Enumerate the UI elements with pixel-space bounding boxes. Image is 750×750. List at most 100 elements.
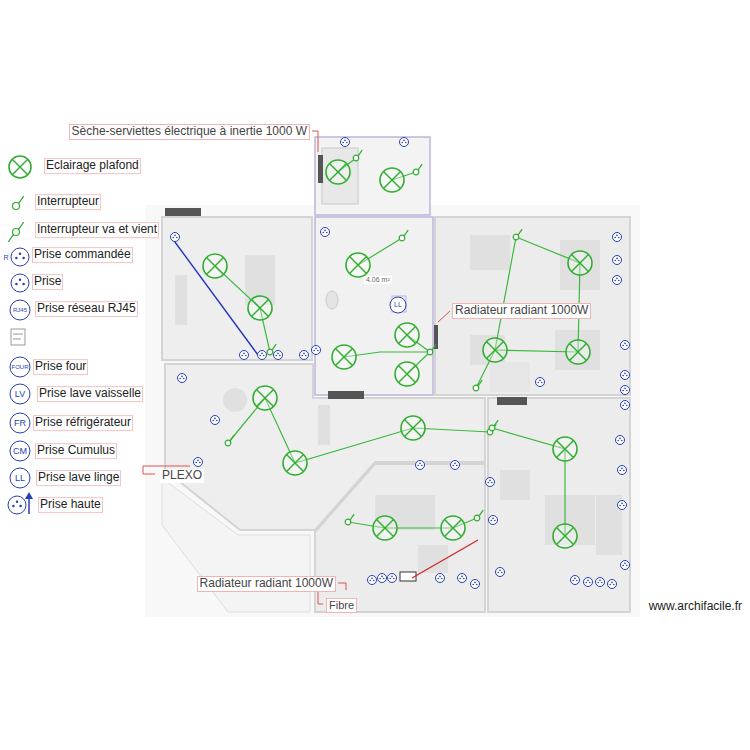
switch-dot bbox=[513, 234, 519, 240]
blue-wire bbox=[172, 238, 258, 355]
switch-lever bbox=[18, 222, 23, 229]
outlet-pin bbox=[489, 480, 491, 482]
outlet-circle bbox=[258, 351, 267, 360]
furniture bbox=[175, 148, 622, 573]
outlet-pin bbox=[389, 578, 391, 580]
outlet-circle bbox=[416, 461, 425, 470]
outlet-symbol bbox=[613, 276, 622, 285]
light-cross bbox=[377, 520, 394, 537]
outlet-pin bbox=[614, 237, 616, 239]
outlet-symbol bbox=[240, 351, 249, 360]
outlet-symbol bbox=[258, 351, 267, 360]
outlet-pin bbox=[379, 578, 381, 580]
legend-text: Interrupteur bbox=[35, 194, 101, 210]
light-cross bbox=[350, 257, 367, 274]
outlet-circle bbox=[616, 436, 625, 445]
outlet-pin bbox=[497, 572, 499, 574]
outlet-pin bbox=[621, 503, 623, 505]
outlet-circle bbox=[274, 351, 283, 360]
outlet-symbol bbox=[11, 248, 29, 266]
switch-lever bbox=[350, 514, 354, 520]
outlet-symbol bbox=[11, 274, 29, 292]
outlet-pin bbox=[617, 440, 619, 442]
legend-text: Prise réseau RJ45 bbox=[35, 301, 138, 317]
light-cross bbox=[557, 441, 574, 458]
outlet-pin bbox=[315, 348, 317, 350]
outlet-symbol bbox=[10, 300, 30, 320]
light-cross bbox=[445, 520, 462, 537]
light-cross bbox=[399, 327, 416, 344]
callout-label: Radiateur radiant 1000W bbox=[452, 303, 591, 319]
outlet-pin bbox=[181, 376, 183, 378]
outlet-circle bbox=[458, 574, 467, 583]
shower bbox=[322, 148, 358, 204]
outlet-pin bbox=[212, 420, 214, 422]
callout-label: PLEXO bbox=[160, 469, 204, 483]
outlet-circle bbox=[613, 276, 622, 285]
outlet-symbol bbox=[436, 574, 445, 583]
outlet-circle bbox=[621, 401, 630, 410]
outlet-pin bbox=[19, 253, 22, 256]
outlet-symbol bbox=[621, 341, 630, 350]
outlet-symbol bbox=[388, 574, 397, 583]
outlet-pin bbox=[626, 405, 628, 407]
switch-lever bbox=[518, 229, 522, 235]
outlet-pin bbox=[344, 140, 346, 142]
outlet-pin bbox=[624, 388, 626, 390]
outlet-pin bbox=[618, 280, 620, 282]
outlet-pin bbox=[463, 578, 465, 580]
light-cross bbox=[252, 300, 269, 317]
outlet-pin bbox=[601, 582, 603, 584]
switch-lever bbox=[418, 164, 422, 170]
outlet-pin bbox=[199, 462, 201, 464]
legend-text: Prise réfrigérateur bbox=[33, 415, 133, 431]
outlet-pin bbox=[452, 465, 454, 467]
outlet-circle bbox=[368, 576, 377, 585]
outlet-pin bbox=[403, 140, 405, 142]
ceiling-light bbox=[566, 340, 590, 364]
ceiling-light bbox=[332, 345, 356, 369]
outlet-pin bbox=[616, 235, 618, 237]
outlet-circle bbox=[10, 357, 30, 377]
outlet-pin bbox=[12, 505, 15, 508]
switch-symbol bbox=[13, 196, 24, 209]
outlet-pin bbox=[494, 520, 496, 522]
outlet-pin bbox=[419, 463, 421, 465]
legend-text: Prise lave vaisselle bbox=[37, 386, 143, 402]
outlet-pin bbox=[183, 378, 185, 380]
outlet-pin bbox=[301, 355, 303, 357]
outlet-pin bbox=[618, 237, 620, 239]
outlet-pin bbox=[492, 518, 494, 520]
outlet-symbol bbox=[368, 576, 377, 585]
outlet-circle bbox=[471, 580, 480, 589]
switch-dot bbox=[474, 515, 480, 521]
ceiling-light bbox=[395, 362, 419, 386]
outlet-pin bbox=[491, 482, 493, 484]
ceiling-light bbox=[203, 254, 227, 278]
switch-symbol bbox=[267, 344, 276, 355]
outlet-symbol bbox=[194, 458, 203, 467]
switch-symbol bbox=[345, 514, 354, 525]
outlet-pin bbox=[622, 405, 624, 407]
plan-ground bbox=[145, 137, 640, 617]
radiator bbox=[165, 208, 201, 216]
outlet-circle bbox=[618, 501, 627, 510]
outlet-pin bbox=[501, 572, 503, 574]
light-cross bbox=[405, 420, 422, 437]
outlet-pin bbox=[541, 382, 543, 384]
outlet-circle bbox=[341, 138, 350, 147]
light-cross bbox=[257, 390, 274, 407]
switch-dot bbox=[345, 519, 351, 525]
outlet-pin bbox=[621, 468, 623, 470]
outlet-pin bbox=[437, 578, 439, 580]
outlet-circle bbox=[388, 574, 397, 583]
outlet-pin bbox=[342, 142, 344, 144]
light-cross bbox=[287, 455, 304, 472]
switch-lever bbox=[494, 420, 498, 426]
light-cross bbox=[570, 344, 587, 361]
outlet-circle bbox=[10, 300, 30, 320]
green-wire bbox=[495, 237, 516, 350]
outlet-symbol bbox=[10, 357, 30, 377]
outlet-pin bbox=[383, 578, 385, 580]
outlet-symbol bbox=[378, 574, 387, 583]
